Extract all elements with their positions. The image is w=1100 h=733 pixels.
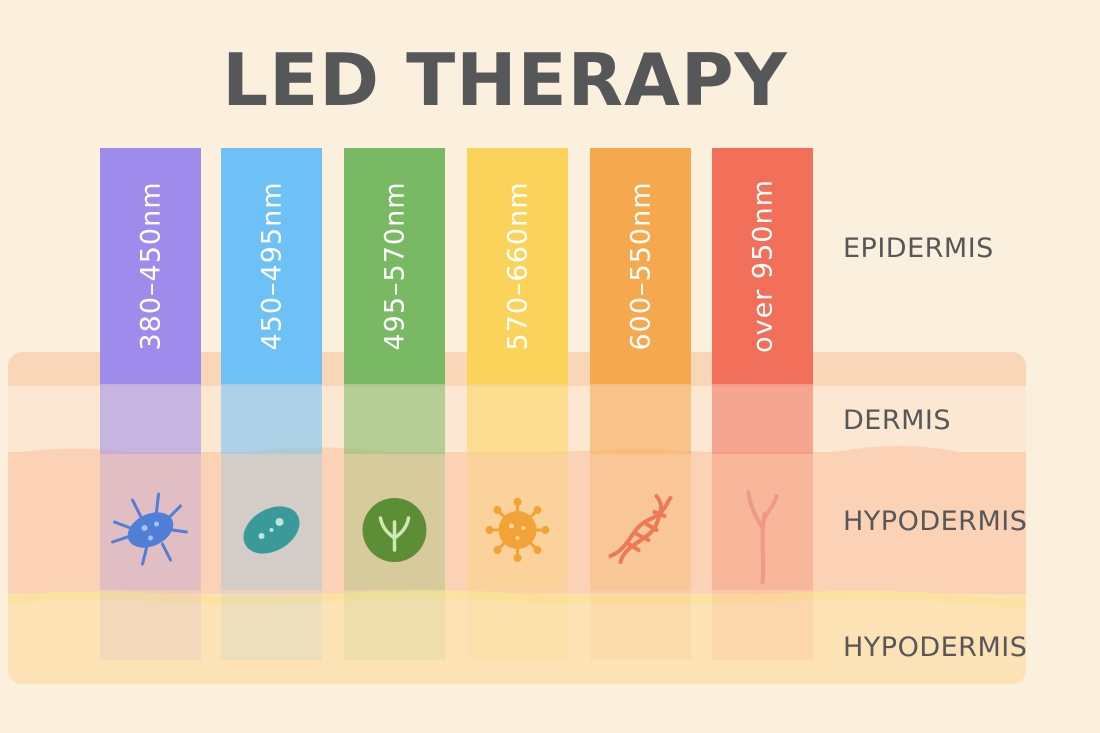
band-tail <box>467 590 568 660</box>
band-tail <box>221 590 322 660</box>
band-mid <box>590 384 691 454</box>
hypodermis-label: HYPODERMIS <box>843 506 1028 537</box>
band-solid <box>221 148 322 384</box>
light-band-green: 495–570nm <box>344 148 445 660</box>
light-band-orange: 600–550nm <box>590 148 691 660</box>
band-mid <box>467 384 568 454</box>
band-tail <box>344 590 445 660</box>
bacteria-icon <box>111 492 188 566</box>
light-band-blue: 450–495nm <box>221 148 322 660</box>
virus-icon <box>485 498 550 562</box>
band-solid <box>467 148 568 384</box>
band-mid <box>221 384 322 454</box>
band-solid <box>100 148 201 384</box>
wavelength-label: over 950nm <box>747 179 778 353</box>
band-tail <box>100 590 201 660</box>
wavelength-label: 380–450nm <box>135 181 166 351</box>
band-solid <box>590 148 691 384</box>
light-band-yellow: 570–660nm <box>467 148 568 660</box>
dermis-label: DERMIS <box>843 405 952 436</box>
band-tail <box>712 590 813 660</box>
band-solid <box>712 148 813 384</box>
epidermis-label: EPIDERMIS <box>843 233 994 264</box>
band-solid <box>344 148 445 384</box>
light-band-violet: 380–450nm <box>100 148 201 660</box>
band-mid <box>344 384 445 454</box>
wavelength-label: 450–495nm <box>256 181 287 351</box>
band-tail <box>590 590 691 660</box>
lower-hypodermis-label: HYPODERMIS <box>843 632 1028 663</box>
cell-icon <box>243 506 300 554</box>
band-mid <box>100 384 201 454</box>
diagram-title: LED THERAPY <box>222 38 788 122</box>
dna-icon <box>608 494 673 564</box>
wavelength-label: 600–550nm <box>625 181 656 351</box>
band-mid <box>712 384 813 454</box>
wavelength-label: 495–570nm <box>379 181 410 351</box>
root-icon <box>746 490 779 584</box>
light-band-red: over 950nm <box>712 148 813 660</box>
band-low <box>590 454 691 590</box>
wavelength-label: 570–660nm <box>502 181 533 351</box>
hypodermis-wave-boundary <box>8 590 1026 616</box>
leaf-icon <box>362 498 427 562</box>
